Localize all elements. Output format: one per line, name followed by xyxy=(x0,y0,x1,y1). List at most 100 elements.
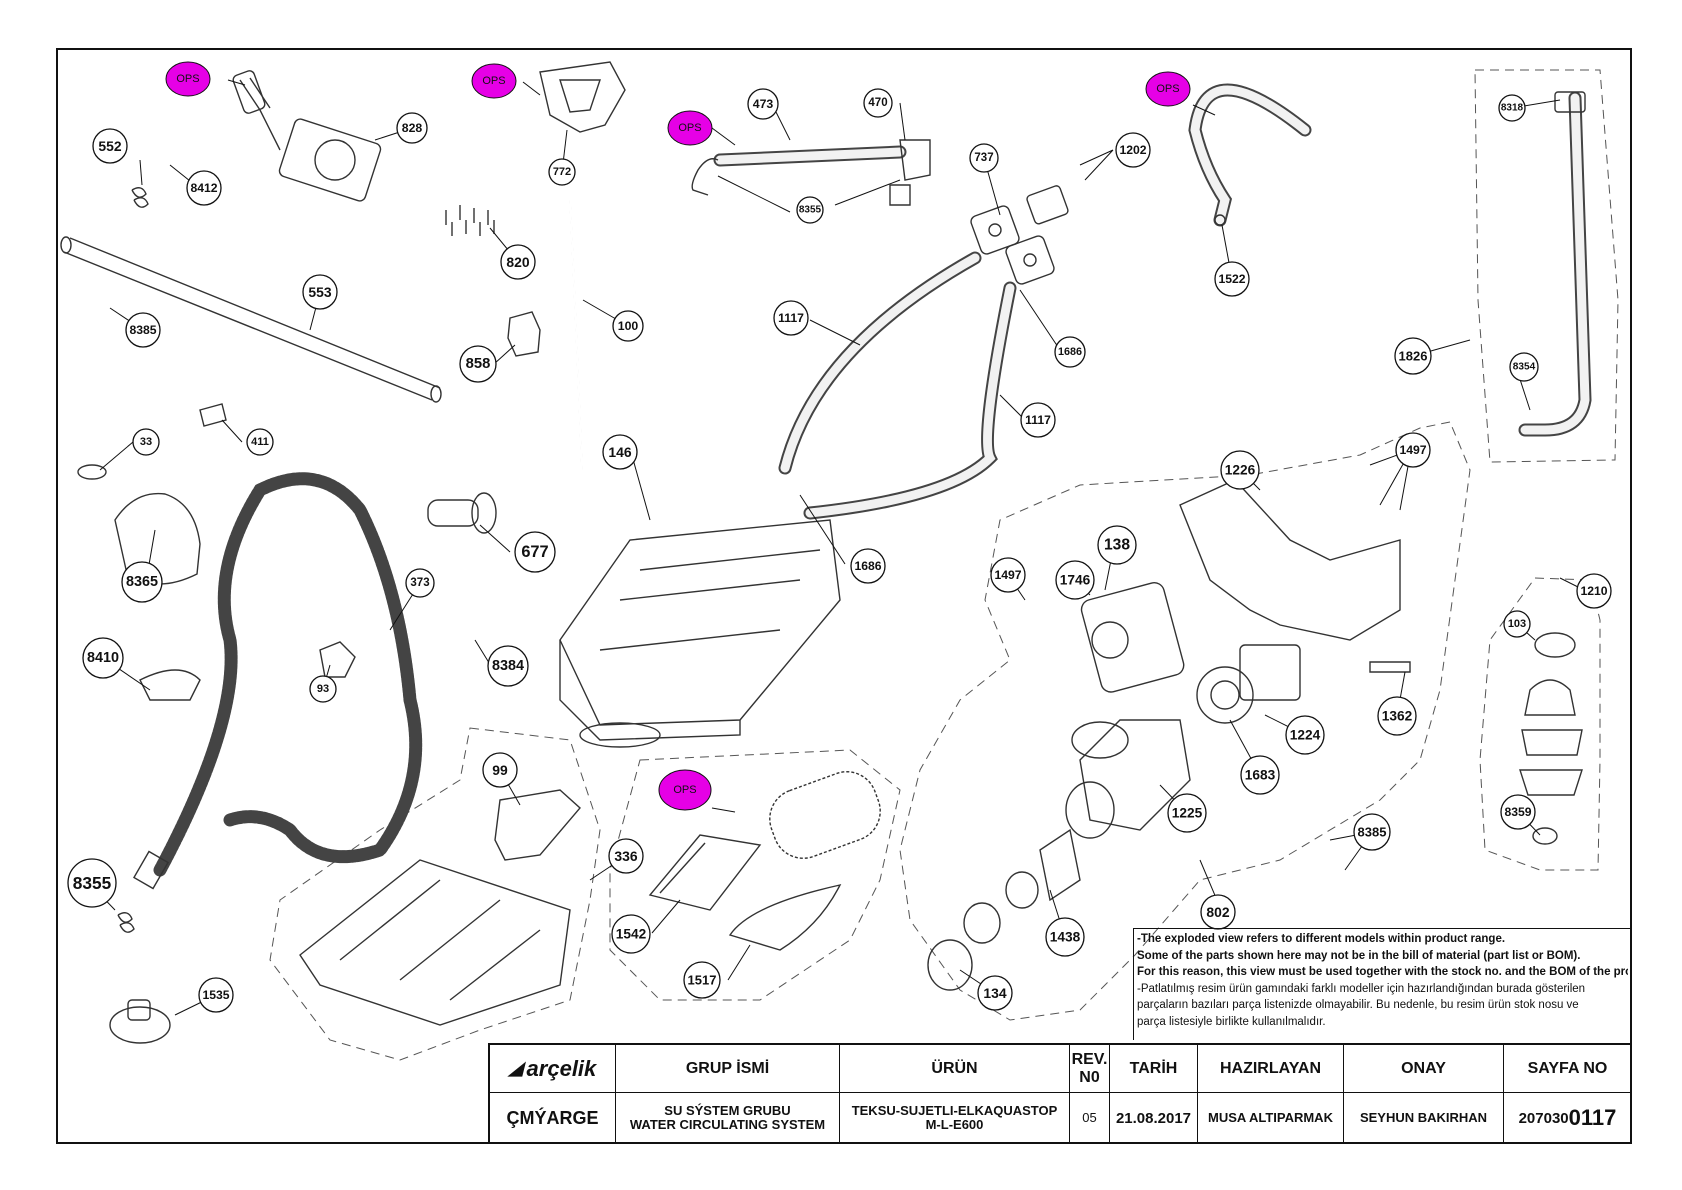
callout-828: 828 xyxy=(396,112,428,144)
part-553-pipe xyxy=(60,236,442,403)
callout-circle xyxy=(459,345,497,383)
callout-label: 858 xyxy=(466,356,491,372)
callout-1686: 1686 xyxy=(850,548,886,584)
callout-circle xyxy=(1200,894,1236,930)
callout-label: 8410 xyxy=(87,650,119,666)
callout-373: 373 xyxy=(405,568,435,598)
callout-737: 737 xyxy=(969,143,999,173)
part-1224-drain-pump xyxy=(1196,644,1301,724)
disclaimer-notes: -The exploded view refers to different m… xyxy=(1133,928,1631,1040)
callout-label: 93 xyxy=(317,683,329,695)
callout-label: 470 xyxy=(868,97,887,109)
callout-circle xyxy=(1115,132,1151,168)
callout-label: 411 xyxy=(251,436,269,448)
callout-circle xyxy=(1503,610,1531,638)
callout-circle xyxy=(82,637,124,679)
callout-circle xyxy=(608,838,644,874)
part-1535-clip xyxy=(109,999,171,1044)
callout-circle xyxy=(747,88,779,120)
ops-marker: OPS xyxy=(667,110,713,146)
callout-8354: 8354 xyxy=(1509,352,1539,382)
title-block: ◢arçelik GRUP İSMİ ÜRÜN REV. N0 TARİH HA… xyxy=(488,1043,1632,1144)
brand-logo: ◢arçelik xyxy=(490,1045,616,1093)
part-1362-connector xyxy=(1369,661,1411,673)
callout-label: 802 xyxy=(1206,904,1229,920)
callout-circle xyxy=(125,312,161,348)
callout-label: 1522 xyxy=(1218,272,1245,286)
callout-8384: 8384 xyxy=(487,645,529,687)
callout-circle xyxy=(990,557,1026,593)
callout-label: 1746 xyxy=(1060,573,1091,588)
part-373-drain-hose xyxy=(133,472,423,890)
part-drawings xyxy=(60,61,1592,1044)
callout-336: 336 xyxy=(608,838,644,874)
callout-circle xyxy=(246,428,274,456)
part-858-block xyxy=(507,311,541,357)
callout-circle xyxy=(396,112,428,144)
callout-label: 737 xyxy=(974,152,993,164)
callout-circle xyxy=(1353,813,1391,851)
svg-text:OPS: OPS xyxy=(673,784,696,796)
callout-label: 1210 xyxy=(1580,584,1607,598)
note-en-line2: Some of the parts shown here may not be … xyxy=(1137,949,1581,962)
callout-8412: 8412 xyxy=(186,170,222,206)
part-1117-hoses xyxy=(778,251,1017,520)
callout-label: 553 xyxy=(308,284,331,300)
callout-label: 1362 xyxy=(1382,709,1413,724)
callout-circle xyxy=(92,128,128,164)
callout-circle xyxy=(309,675,337,703)
callout-circle xyxy=(186,170,222,206)
part-820-screws xyxy=(445,205,495,236)
part-336-drawer xyxy=(299,859,571,1026)
callout-8355: 8355 xyxy=(67,858,117,908)
callout-1226: 1226 xyxy=(1220,450,1260,490)
callout-circle xyxy=(198,977,234,1013)
leader-lines xyxy=(88,79,1587,1016)
callout-552: 552 xyxy=(92,128,128,164)
svg-text:OPS: OPS xyxy=(1156,83,1179,95)
callout-1746: 1746 xyxy=(1055,560,1095,600)
part-1746-motor xyxy=(1080,582,1185,693)
callout-circle xyxy=(1395,432,1431,468)
callout-label: 8355 xyxy=(799,205,822,216)
rev-number: 05 xyxy=(1070,1093,1110,1144)
callout-1497: 1497 xyxy=(990,557,1026,593)
part-8355-clamp xyxy=(117,912,135,933)
callout-label: 1686 xyxy=(854,559,881,573)
ops-marker: OPS xyxy=(658,769,712,811)
svg-text:OPS: OPS xyxy=(176,73,199,85)
callout-label: 1683 xyxy=(1245,768,1276,783)
callout-8385: 8385 xyxy=(1353,813,1391,851)
callout-label: 8412 xyxy=(190,181,217,195)
part-411-clip xyxy=(199,403,227,427)
callout-1535: 1535 xyxy=(198,977,234,1013)
callout-label: 1517 xyxy=(688,973,717,988)
sayfa-header: SAYFA NO xyxy=(1504,1045,1632,1093)
callout-label: 8355 xyxy=(73,873,112,893)
logo-swoosh-icon: ◢ xyxy=(508,1058,523,1078)
callout-8359: 8359 xyxy=(1500,794,1536,830)
callout-circle xyxy=(500,244,536,280)
callout-134: 134 xyxy=(977,975,1013,1011)
callout-1117: 1117 xyxy=(1020,402,1056,438)
callout-1542: 1542 xyxy=(611,914,651,954)
callout-circle xyxy=(1285,715,1325,755)
callout-146: 146 xyxy=(602,434,638,470)
callout-circle xyxy=(1055,560,1095,600)
callout-33: 33 xyxy=(132,428,160,456)
callout-label: 1542 xyxy=(616,927,647,942)
callout-label: 8385 xyxy=(1358,825,1387,840)
part-473-inlet-hose xyxy=(691,139,931,206)
callout-circle xyxy=(796,196,824,224)
product-name: TEKSU-SUJETLI-ELKAQUASTOP M-L-E600 xyxy=(840,1093,1070,1144)
callout-circle xyxy=(863,88,893,118)
callout-circle xyxy=(67,858,117,908)
note-en-line1: -The exploded view refers to different m… xyxy=(1137,933,1506,945)
part-1226-bracket xyxy=(1179,479,1401,641)
ops-marker: OPS xyxy=(1145,71,1191,107)
callout-circle xyxy=(611,914,651,954)
callout-circle xyxy=(773,300,809,336)
callout-772: 772 xyxy=(548,158,576,186)
callout-100: 100 xyxy=(612,310,644,342)
callout-1683: 1683 xyxy=(1240,755,1280,795)
